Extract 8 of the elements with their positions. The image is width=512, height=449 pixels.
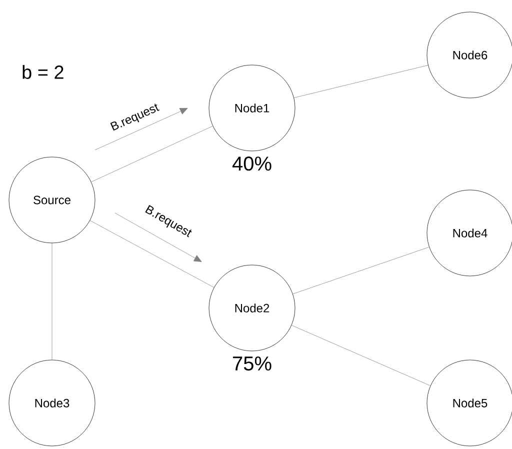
percentage-label: 40% — [232, 156, 272, 171]
parameter-label: b = 2 — [22, 65, 64, 79]
connector-line — [294, 65, 428, 98]
connector-line — [291, 325, 431, 386]
connector-line — [292, 246, 430, 294]
connector-line — [91, 126, 213, 182]
percentage-label: 75% — [233, 356, 272, 371]
connector-line — [90, 220, 214, 288]
